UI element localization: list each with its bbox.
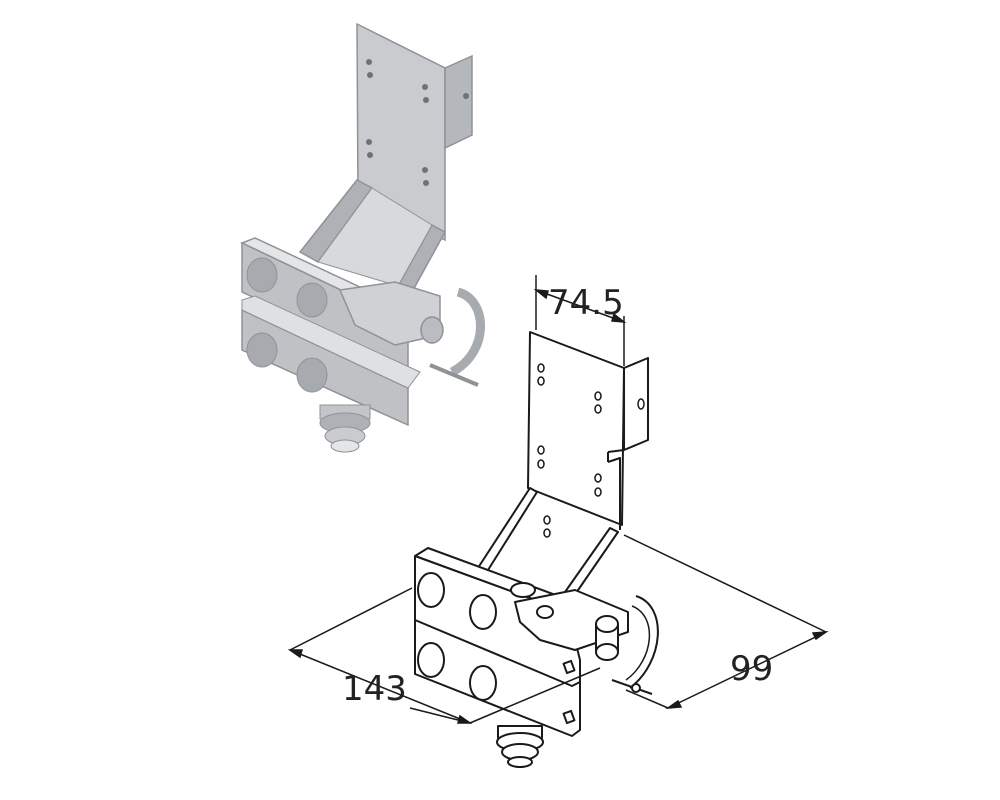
bottom-nut [496, 725, 544, 768]
shaded-bar-bosses [246, 257, 328, 393]
lower-bar [414, 619, 581, 737]
shaded-bottom-nut [319, 404, 371, 453]
dim-99-extension-top [623, 534, 827, 633]
line-drawing-bracket [414, 331, 659, 768]
curved-arc [629, 595, 659, 689]
shaded-lower-bar-top [241, 295, 421, 389]
shaded-side-flange [444, 54, 473, 150]
dim-99-extension-bottom [625, 689, 669, 709]
shaded-bracket-render [240, 22, 485, 453]
dimension-143 [287, 587, 601, 724]
dim-74-5-line [535, 289, 625, 323]
dim-label-74-5: 74.5 [548, 283, 624, 323]
dim-143-extension-top [289, 587, 413, 651]
bar-bosses [417, 572, 497, 701]
gusset-right [564, 527, 619, 597]
slot-upper [562, 659, 576, 675]
shaded-pin [429, 363, 479, 387]
dim-143-line [289, 649, 471, 724]
gusset-left [473, 487, 538, 579]
dimension-74-5 [533, 275, 627, 366]
pivot-cylinder [595, 615, 619, 661]
vertical-plate [527, 331, 625, 526]
plate-holes [537, 363, 645, 538]
side-flange [623, 357, 649, 451]
shaded-vertical-plate [356, 22, 446, 242]
dim-label-99: 99 [730, 649, 773, 689]
shaded-gusset-web [317, 187, 433, 287]
dim-99-line [667, 631, 827, 709]
dimension-99 [623, 534, 829, 709]
shaded-curved-arc [449, 287, 485, 376]
dim-label-143: 143 [342, 669, 407, 709]
slot-lower [562, 709, 576, 725]
shaded-pivot-cylinder [420, 316, 444, 344]
